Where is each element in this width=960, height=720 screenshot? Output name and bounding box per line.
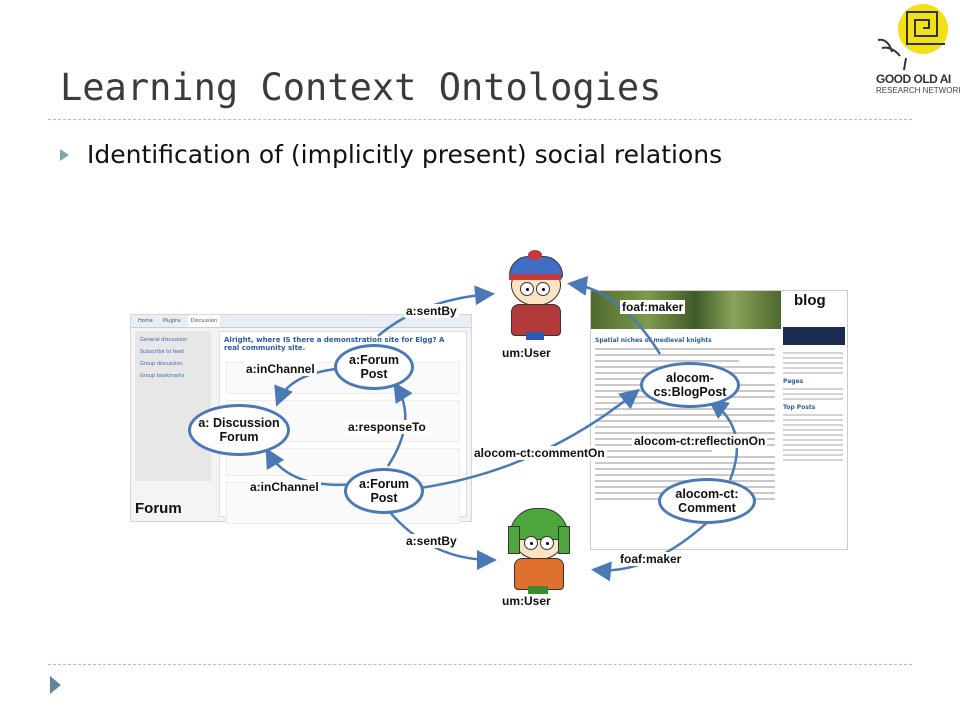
kyle-user-character [508, 508, 570, 594]
forum-nav-tab: Home [138, 318, 153, 324]
edge-label-responseto: a:responseTo [346, 420, 428, 434]
node-blog-post: alocom- cs:BlogPost [640, 362, 740, 408]
blog-sidebar-heading: Top Posts [783, 404, 816, 411]
forum-sidebar: General discussion Subscribe to feed Gro… [135, 331, 211, 481]
logo-text-main: GOOD OLD AI [876, 72, 951, 86]
edge-maker-top [567, 275, 662, 355]
bullet-text: Identification of (implicitly present) s… [87, 140, 723, 169]
logo-text-sub: RESEARCH NETWORK [876, 86, 960, 95]
node-discussion-forum: a: Discussion Forum [188, 404, 290, 456]
title-divider [48, 119, 912, 120]
forum-sidebar-link: Subscribe to feed [140, 349, 184, 355]
logo-spiral-icon [877, 11, 945, 70]
blog-sidebar: Pages Top Posts [783, 349, 843, 464]
edge-label-reflectionon: alocom-ct:reflectionOn [632, 434, 768, 448]
forum-nav-tab: Discussion [187, 315, 221, 327]
edge-label-sentby-bottom: a:sentBy [404, 534, 459, 548]
edge-label-maker-top: foaf:maker [620, 300, 686, 314]
forum-sidebar-link: Group bookmarks [140, 373, 185, 379]
forum-sidebar-link: Group discussion [140, 361, 183, 367]
slide-title: Learning Context Ontologies [60, 66, 662, 109]
user-label-stan: um:User [502, 346, 551, 360]
edge-label-inchannel-bottom: a:inChannel [248, 480, 321, 494]
node-forum-post-2: a:Forum Post [344, 468, 424, 514]
edge-commenton [419, 388, 640, 490]
blog-label: blog [794, 292, 826, 309]
user-label-kyle: um:User [502, 594, 551, 608]
footer-triangle-icon [50, 676, 61, 694]
forum-nav: Home Plugins Discussion [131, 315, 471, 328]
blog-sidebar-heading: Pages [783, 378, 804, 385]
bullet-icon [60, 148, 69, 161]
forum-label: Forum [135, 500, 182, 517]
good-old-ai-logo: GOOD OLD AI RESEARCH NETWORK [870, 0, 960, 100]
edge-inchannel-bottom [265, 447, 357, 486]
bullet-item: Identification of (implicitly present) s… [60, 140, 722, 169]
node-forum-post-1: a:Forum Post [334, 344, 414, 390]
forum-nav-tab: Plugins [162, 318, 181, 324]
edge-label-maker-bottom: foaf:maker [618, 552, 684, 566]
node-comment: alocom-ct: Comment [658, 478, 756, 524]
edge-label-sentby-top: a:sentBy [404, 304, 459, 318]
footer-divider [48, 664, 912, 665]
blog-post-title: Spatial niches of medieval knights [595, 337, 712, 344]
forum-post-preview [226, 448, 460, 476]
stan-user-character [508, 250, 563, 342]
forum-sidebar-link: General discussion [140, 337, 188, 343]
forum-thread-headline: Alright, where IS there a demonstration … [224, 336, 445, 352]
edge-label-commenton: alocom-ct:commentOn [472, 446, 607, 460]
edge-label-inchannel-top: a:inChannel [244, 362, 317, 376]
blog-side-banner [783, 327, 845, 345]
